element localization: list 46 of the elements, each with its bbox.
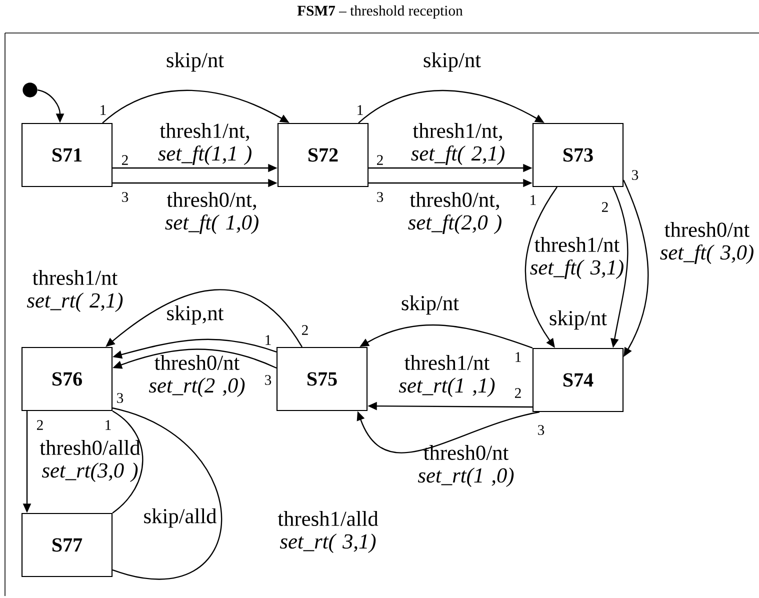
edge-label: thresh0/nt, set_ft(2,0 ) [408, 192, 502, 234]
edge-label: thresh1/nt, set_ft( 2,1) [411, 122, 504, 165]
port-number: 3 [632, 170, 638, 180]
edge-label: skip/nt [550, 310, 607, 330]
edge-label: thresh0/nt set_rt(2 ,0) [148, 354, 245, 397]
state-box: S74 [532, 348, 624, 412]
edge-label: thresh1/nt set_rt( 2,1) [26, 270, 123, 312]
initial-state-dot [22, 82, 38, 98]
edge-label: thresh0/nt set_rt(1 ,0) [418, 444, 514, 487]
state-box: S73 [532, 122, 624, 188]
edge-label: skip/nt [424, 52, 481, 72]
state-box: S76 [21, 346, 113, 412]
port-number: 1 [516, 352, 521, 362]
edge-label: skip/nt [166, 52, 224, 72]
port-number: 2 [377, 155, 383, 165]
edge-label: thresh0/nt set_ft( 3,0) [660, 222, 754, 264]
edge-label: thresh1/nt, set_ft(1,1 ) [158, 122, 252, 165]
edge-label: skip,nt [167, 305, 224, 325]
port-number: 1 [266, 335, 271, 345]
port-number: 2 [515, 388, 521, 398]
edge-label: skip/nt [402, 295, 459, 315]
edge-label: skip/alld [144, 508, 216, 528]
port-number: 2 [37, 420, 43, 430]
port-number: 1 [530, 195, 536, 205]
port-number: 1 [358, 105, 363, 115]
port-number: 3 [377, 192, 384, 202]
port-number: 3 [265, 375, 272, 385]
edge-label: thresh0/nt, set_ft( 1,0) [165, 192, 258, 234]
state-box: S72 [277, 122, 369, 188]
port-number: 2 [122, 155, 128, 165]
state-box: S75 [276, 346, 368, 412]
port-number: 3 [122, 192, 128, 202]
port-number: 2 [302, 325, 308, 335]
edge-label: thresh0/alld set_rt(3,0 ) [40, 440, 140, 482]
title: FSM7 – threshold reception [297, 5, 463, 19]
state-box: S71 [21, 122, 113, 188]
edge-label: thresh1/nt set_rt(1 ,1) [398, 354, 495, 397]
port-number: 2 [602, 202, 608, 212]
edge-label: thresh1/alld set_rt( 3,1) [278, 510, 378, 553]
port-number: 3 [117, 393, 124, 403]
port-number: 1 [106, 420, 111, 430]
arrow [356, 411, 540, 454]
port-number: 1 [100, 105, 106, 115]
port-number: 3 [538, 425, 544, 435]
edge-label: thresh1/nt set_ft( 3,1) [530, 236, 624, 279]
state-box: S77 [21, 512, 113, 578]
